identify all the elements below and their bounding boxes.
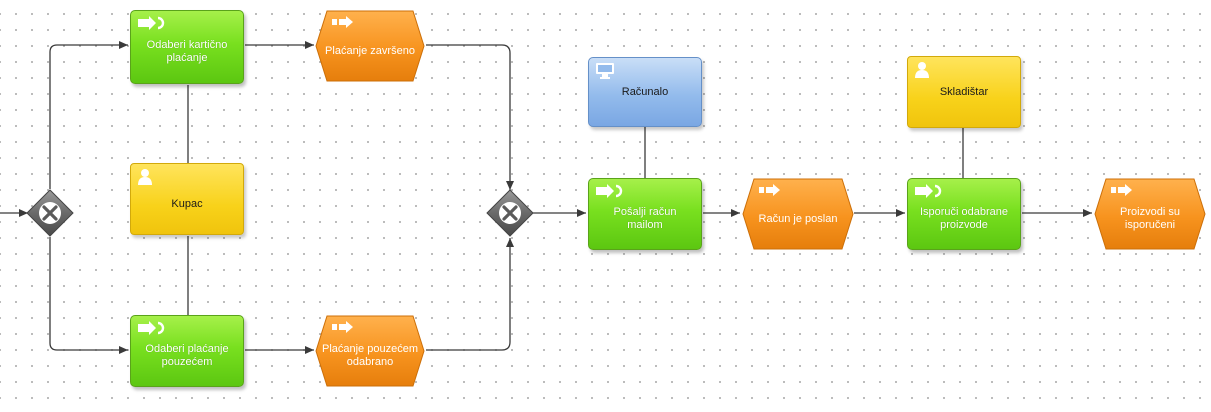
event-racun-poslan[interactable]: Račun je poslan	[742, 178, 854, 250]
system-label: Računalo	[621, 85, 669, 98]
event-label: Plaćanje pouzećem odabrano	[321, 343, 418, 368]
function-arrow-icon	[138, 16, 165, 30]
event-shape	[315, 10, 425, 82]
system-racunalo[interactable]: Računalo	[588, 57, 702, 127]
function-label: Pošalji račun mailom	[613, 206, 677, 231]
event-placanje-pouzecem-odabrano[interactable]: Plaćanje pouzećem odabrano	[315, 315, 425, 387]
xor-gateway-split[interactable]	[26, 189, 74, 237]
function-odaberi-pouzecem[interactable]: Odaberi plaćanje pouzećem	[130, 315, 244, 387]
monitor-icon	[596, 63, 614, 79]
event-shape	[742, 178, 854, 250]
connector-zavrseno-to-gateway	[426, 44, 514, 190]
event-arrow-icon	[332, 16, 353, 28]
event-shape	[315, 315, 425, 387]
function-label: Odaberi kartično plaćanje	[146, 39, 228, 64]
person-icon	[915, 62, 929, 78]
role-skladistar[interactable]: Skladištar	[907, 56, 1021, 128]
event-label: Proizvodi su isporučeni	[1120, 206, 1180, 231]
xor-icon	[486, 189, 534, 237]
connector-gateway-to-kartica	[49, 41, 128, 189]
event-arrow-icon	[332, 321, 353, 333]
xor-gateway-join[interactable]	[486, 189, 534, 237]
role-label: Skladištar	[939, 85, 989, 98]
function-isporuci[interactable]: Isporuči odabrane proizvode	[907, 178, 1021, 250]
connector-odabrano-to-gateway	[426, 238, 514, 351]
role-label: Kupac	[171, 197, 203, 210]
function-posalji-racun[interactable]: Pošalji račun mailom	[588, 178, 702, 250]
event-arrow-icon	[759, 184, 780, 196]
event-proizvodi-isporuceni[interactable]: Proizvodi su isporučeni	[1094, 178, 1206, 250]
function-arrow-icon	[596, 184, 623, 198]
event-placanje-zavrseno[interactable]: Plaćanje završeno	[315, 10, 425, 82]
xor-icon	[26, 189, 74, 237]
event-arrow-icon	[1111, 184, 1132, 196]
person-icon	[138, 169, 152, 185]
event-label: Račun je poslan	[758, 212, 838, 225]
function-arrow-icon	[915, 184, 942, 198]
event-shape	[1094, 178, 1206, 250]
function-label: Isporuči odabrane proizvode	[919, 206, 1009, 231]
function-odaberi-karticno[interactable]: Odaberi kartično plaćanje	[130, 10, 244, 84]
connector-gateway-to-pouzece	[49, 237, 128, 354]
event-label: Plaćanje završeno	[325, 44, 415, 57]
function-label: Odaberi plaćanje pouzećem	[145, 343, 229, 368]
function-arrow-icon	[138, 321, 165, 335]
role-kupac[interactable]: Kupac	[130, 163, 244, 235]
